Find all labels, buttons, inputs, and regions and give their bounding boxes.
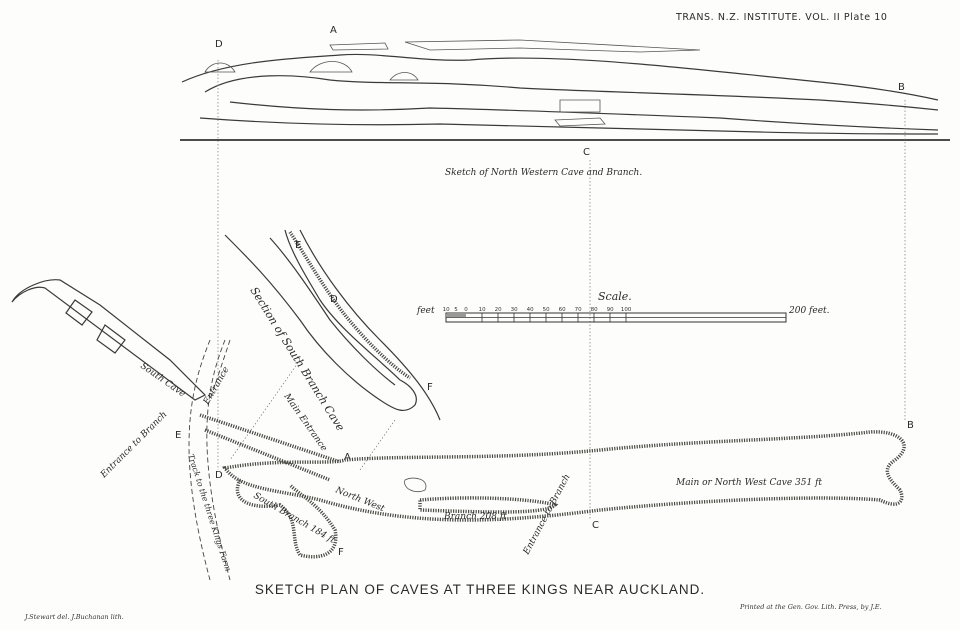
scale-unit-left: feet (416, 306, 435, 316)
plate-title: TRANS. N.Z. INSTITUTE. VOL. II Plate 10 (675, 12, 888, 23)
credit-left: J.Stewart del. J.Buchanan lith. (23, 613, 124, 621)
projection-lines (217, 60, 906, 520)
scale-subdivision (446, 314, 466, 317)
section-marker-e: E (295, 240, 301, 251)
scale-tick-label: 80 (591, 307, 598, 313)
label-north-west: North West (333, 485, 386, 514)
sketch-roof-inner (204, 75, 939, 111)
section-inner (269, 237, 396, 386)
plan-marker-f: F (338, 547, 344, 558)
label-track: Track to the three Kings Farm (186, 453, 233, 573)
scale-tick-label: 60 (559, 307, 566, 313)
label-entrance: Entrance (201, 365, 231, 407)
plan-marker-e: E (175, 430, 181, 441)
scale-title: Scale. (598, 290, 632, 303)
marker-a-top: A (330, 25, 337, 36)
scale-tick-label: 100 (621, 307, 632, 313)
cave-plan: South Cave Entrance Entrance to Branch T… (11, 279, 914, 581)
entrance-passage (199, 413, 341, 482)
south-branch-outline (235, 479, 338, 559)
scale-tick-label: 30 (511, 307, 518, 313)
sketch-floor-line (229, 101, 939, 131)
sketch-rock-a (329, 42, 389, 51)
section-marker-d: D (330, 294, 338, 305)
south-cave-outline (11, 279, 207, 401)
south-branch-section: E D F Section of South Branch Cave (224, 229, 441, 434)
north-western-cave-sketch: D A B C Sketch of North Western Cave and… (180, 25, 950, 178)
plan-pillar (404, 477, 427, 493)
section-outer (299, 229, 441, 421)
plan-marker-b: B (907, 420, 914, 431)
sketch-blocks (554, 99, 606, 127)
section-outline (224, 229, 417, 412)
marker-d-top: D (215, 39, 223, 50)
plan-marker-d: D (215, 470, 223, 481)
credit-right: Printed at the Gen. Gov. Lith. Press, by… (739, 603, 882, 611)
south-cave-chambers (65, 299, 126, 354)
label-entrance-to-branch-left: Entrance to Branch (98, 410, 169, 481)
marker-c-top: C (583, 147, 590, 158)
scale-tick-label: 0 (464, 307, 468, 313)
scale-tick-label: 20 (495, 307, 502, 313)
label-south-cave: South Cave (138, 361, 187, 399)
scale-tick-label: 10 (443, 307, 450, 313)
marker-b-top: B (898, 82, 905, 93)
scale-tick-label: 70 (575, 307, 582, 313)
sketch-mounds (204, 61, 419, 81)
scale-tick-label: 40 (527, 307, 534, 313)
scale-tick-label: 10 (479, 307, 486, 313)
scale-tick-label: 90 (607, 307, 614, 313)
track-lines (188, 339, 231, 581)
label-branch: Branch 208 ft (443, 512, 507, 522)
scale-unit-right: 200 feet. (788, 306, 830, 316)
branch-outline (418, 496, 559, 514)
label-main-cave: Main or North West Cave 351 ft (675, 478, 822, 488)
sketch-floor-lower (199, 117, 939, 135)
sketch-caption: Sketch of North Western Cave and Branch. (445, 168, 642, 178)
sketch-roof-line (181, 53, 939, 101)
plan-title: SKETCH PLAN OF CAVES AT THREE KINGS NEAR… (255, 582, 705, 597)
section-marker-f: F (427, 382, 433, 393)
section-hatch (288, 231, 411, 380)
plan-marker-a: A (344, 452, 351, 463)
sketch-rock-upper (404, 39, 701, 53)
scale-tick-label: 50 (543, 307, 550, 313)
plan-marker-c: C (592, 520, 599, 531)
main-cave-outline (222, 430, 906, 522)
scale-tick-label: 5 (454, 307, 458, 313)
